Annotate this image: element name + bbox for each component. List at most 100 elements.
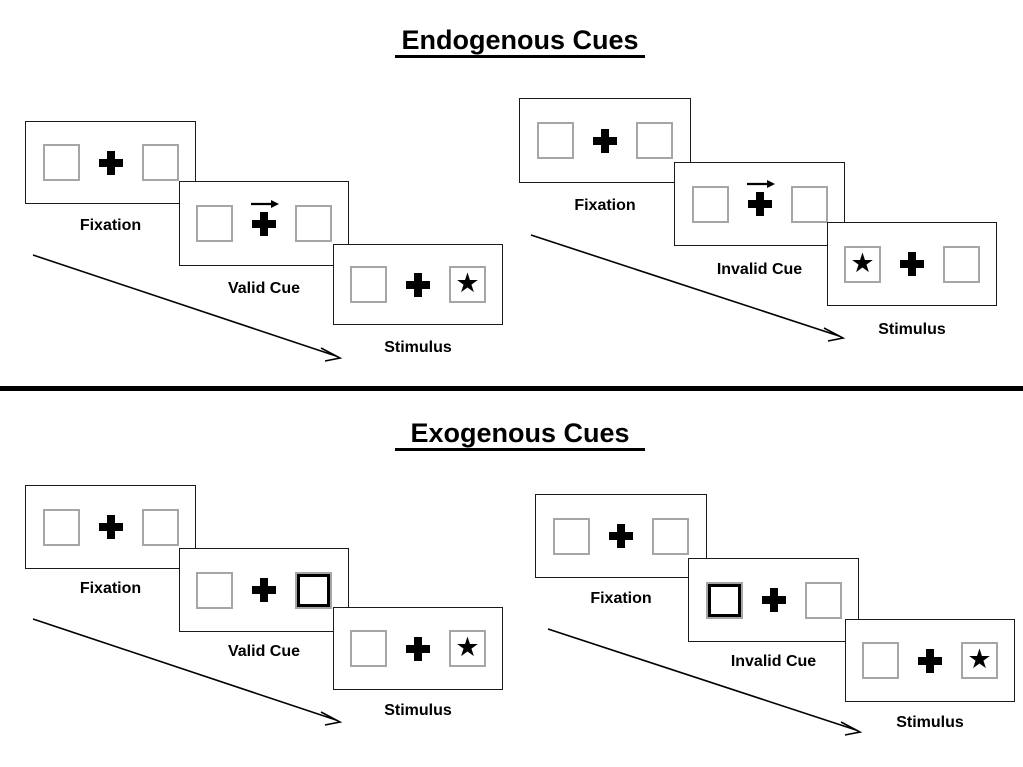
- left-box: [42, 508, 80, 546]
- panel-label-invalid-cue: Invalid Cue: [730, 653, 817, 670]
- fixation-cross-icon: [406, 636, 430, 661]
- panel-label-valid-cue: Valid Cue: [227, 280, 301, 297]
- panel-label-fixation: Fixation: [79, 217, 142, 234]
- right-box-target: ★: [449, 266, 486, 303]
- panel-label-stimulus: Stimulus: [384, 339, 452, 356]
- panel-stimulus[interactable]: ★: [827, 222, 997, 306]
- panel-content: [42, 144, 179, 181]
- right-box: [804, 581, 842, 619]
- panel-content: ★: [844, 245, 980, 283]
- spacer: [430, 284, 449, 285]
- spacer: [233, 223, 252, 224]
- spacer: [80, 162, 99, 163]
- left-box: [350, 630, 387, 667]
- section-title-endogenous: Endogenous Cues: [395, 26, 645, 59]
- fixation-cross-icon: [252, 211, 276, 236]
- panel-label-stimulus: Stimulus: [896, 714, 964, 731]
- spacer: [123, 162, 142, 163]
- panel-label-fixation: Fixation: [574, 197, 636, 214]
- spacer: [123, 527, 142, 528]
- panel-stimulus[interactable]: ★: [333, 607, 503, 690]
- spacer: [633, 536, 652, 537]
- panel-valid-cue[interactable]: [179, 181, 349, 266]
- panel-label-stimulus: Stimulus: [878, 321, 946, 338]
- fixation-cross-icon: [609, 524, 633, 548]
- right-box-target: ★: [449, 630, 486, 667]
- panel-content: [42, 508, 179, 546]
- panel-valid-cue[interactable]: [179, 548, 349, 632]
- spacer: [430, 648, 449, 649]
- fixation-cross-icon: [593, 128, 617, 153]
- left-box: [196, 571, 233, 609]
- section-divider: [0, 386, 1023, 391]
- fixation-cross-icon: [98, 150, 123, 175]
- cue-cross-cluster: [746, 180, 775, 216]
- spacer: [574, 140, 593, 141]
- spacer: [276, 223, 295, 224]
- spacer: [942, 660, 961, 661]
- right-box: [141, 508, 179, 546]
- spacer: [276, 590, 295, 591]
- panel-label-fixation: Fixation: [79, 580, 142, 597]
- right-box-target: ★: [961, 642, 998, 679]
- left-box: [350, 266, 387, 303]
- star-icon: ★: [455, 268, 480, 298]
- fixation-cross-icon: [761, 588, 786, 612]
- right-arrow-cue-icon: [746, 180, 775, 188]
- left-box-target: ★: [844, 245, 881, 283]
- spacer: [899, 660, 918, 661]
- panel-invalid-cue[interactable]: [688, 558, 859, 642]
- panel-label-stimulus: Stimulus: [384, 702, 452, 719]
- panel-label-fixation: Fixation: [590, 590, 652, 607]
- panel-content: [705, 581, 842, 619]
- panel-fixation[interactable]: [25, 485, 196, 569]
- star-icon: ★: [967, 644, 992, 674]
- panel-fixation[interactable]: [519, 98, 691, 183]
- spacer: [590, 536, 609, 537]
- left-box: [537, 122, 574, 159]
- left-box: [553, 517, 590, 555]
- spacer: [772, 204, 791, 205]
- panel-fixation[interactable]: [25, 121, 196, 204]
- star-icon: ★: [850, 247, 875, 278]
- left-box: [42, 144, 80, 181]
- left-box: [691, 185, 729, 223]
- right-box: [295, 205, 332, 242]
- panel-invalid-cue[interactable]: [674, 162, 845, 246]
- right-box: [943, 245, 980, 283]
- fixation-cross-icon: [918, 648, 942, 673]
- right-box-cued: [295, 571, 332, 609]
- spacer: [743, 600, 762, 601]
- panel-label-invalid-cue: Invalid Cue: [716, 261, 803, 278]
- spacer: [617, 140, 636, 141]
- fixation-cross-icon: [406, 272, 430, 297]
- spacer: [881, 264, 900, 265]
- fixation-cross-icon: [747, 192, 772, 216]
- panel-content: ★: [350, 630, 486, 667]
- panel-content: [691, 180, 828, 223]
- section-title-exogenous: Exogenous Cues: [395, 419, 645, 452]
- right-box: [636, 122, 673, 159]
- fixation-cross-icon: [252, 578, 276, 602]
- panel-content: ★: [350, 266, 486, 303]
- left-box: [196, 205, 233, 242]
- panel-content: [196, 571, 332, 609]
- right-arrow-cue-icon: [251, 199, 279, 208]
- right-box: [790, 185, 828, 223]
- panel-content: ★: [862, 642, 998, 679]
- diagonal-flow-arrow-icon: [32, 254, 343, 362]
- fixation-cross-icon: [98, 515, 123, 539]
- left-box-cued: [705, 581, 743, 619]
- spacer: [786, 600, 805, 601]
- star-icon: ★: [455, 632, 480, 662]
- spacer: [924, 264, 943, 265]
- spacer: [729, 204, 748, 205]
- cue-cross-cluster: [251, 199, 279, 236]
- panel-stimulus[interactable]: ★: [333, 244, 503, 325]
- spacer: [233, 590, 252, 591]
- panel-fixation[interactable]: [535, 494, 707, 578]
- spacer: [387, 284, 406, 285]
- panel-stimulus[interactable]: ★: [845, 619, 1015, 702]
- panel-content: [196, 199, 332, 242]
